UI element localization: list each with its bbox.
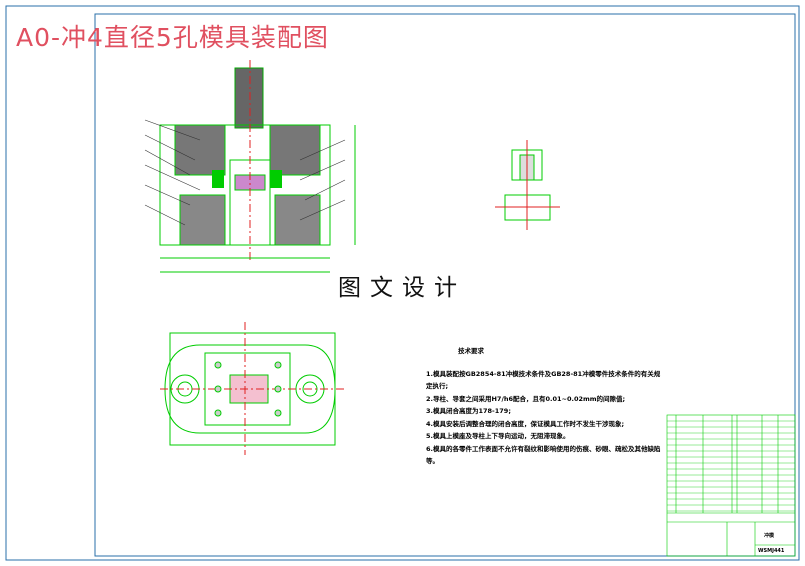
title-block [666,414,796,557]
plan-view [160,322,345,455]
note-item: 2.导柱、导套之间采用H7/h6配合，且有0.01~0.02mm的间隙值; [426,394,626,403]
note-item: 3.模具闭合高度为178-179; [426,407,511,415]
detail-view [495,140,560,230]
section-view [144,60,356,273]
note-item: 5.模具上模座及导柱上下导向运动，无阻滞现象。 [426,432,570,440]
watermark: 图文设计 [334,268,470,302]
drawing-name: 冲模 [764,533,775,539]
title-block-rows [667,420,795,512]
note-item: 4.模具安装后调整合理的闭合高度，保证模具工作时不发生干涉现象; [426,419,625,428]
technical-requirements: 技术要求 1.模具装配按GB2854-81冲模技术条件及GB28-81冲模零件技… [426,345,666,468]
sheet-border [5,5,800,561]
note-item: 1.模具装配按GB2854-81冲模技术条件及GB28-81冲模零件技术条件的有… [426,369,661,391]
inner-frame [94,13,796,557]
notes-heading: 技术要求 [458,347,484,355]
note-item: 6.模具的各零件工作表面不允许有裂纹和影响使用的伤痕、砂眼、疏松及其他缺陷等。 [426,444,661,466]
drawing-number: WSMJ441 [758,548,785,554]
drawing-title: A0-冲4直径5孔模具装配图 [16,23,329,52]
